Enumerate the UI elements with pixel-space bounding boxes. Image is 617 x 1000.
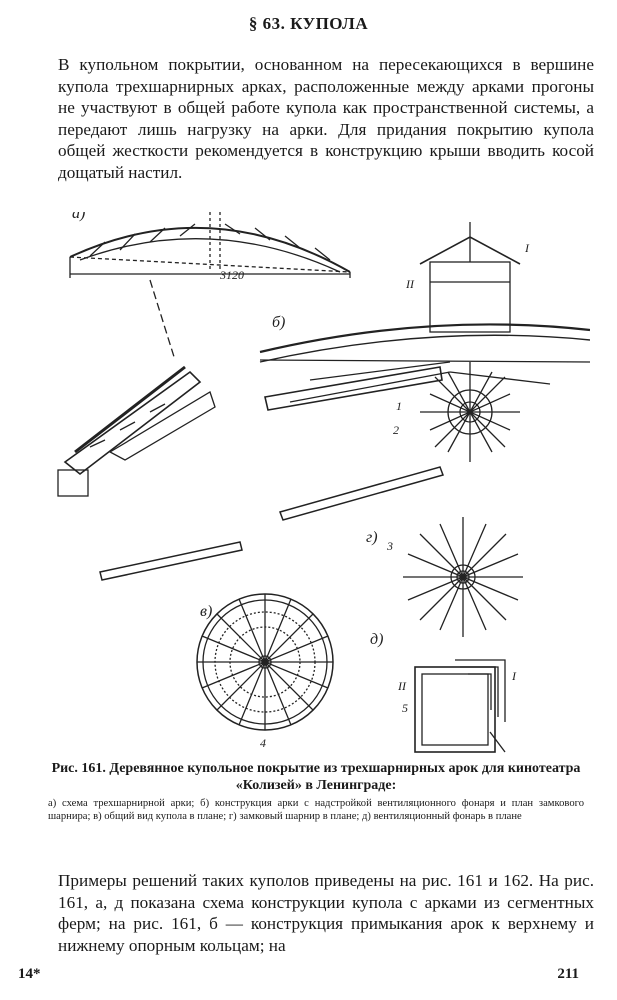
- label-4: 4: [260, 736, 266, 750]
- paragraph-intro: В купольном покрытии, основанном на пере…: [58, 55, 594, 182]
- arch-construction-b: [259, 222, 591, 411]
- section-heading: § 63. КУПОЛА: [248, 14, 369, 33]
- figure-drawing: а) б) в) г) д) 3120 I II I II 1 2 3 4 5: [57, 205, 591, 753]
- caption-title: Рис. 161. Деревянное купольное покрытие …: [51, 761, 581, 793]
- arch-support-detail: [57, 365, 216, 497]
- label-I-d: I: [511, 669, 517, 683]
- label-II-d: II: [397, 679, 407, 693]
- caption-legend: а) схема трехшарнирной арки; б) конструк…: [48, 798, 584, 822]
- paragraph-examples: Примеры решений таких куполов приведены …: [58, 871, 594, 955]
- label-1: 1: [396, 399, 402, 413]
- figure-caption: Рис. 161. Деревянное купольное покрытие …: [48, 760, 584, 823]
- label-a: а): [72, 212, 85, 222]
- label-I-top: I: [524, 241, 530, 255]
- figure-161: а) б) в) г) д) 3120 I II I II 1 2 3 4 5: [50, 205, 591, 760]
- label-5: 5: [402, 701, 408, 715]
- page-number: 211: [557, 966, 579, 982]
- lantern-plan-d: [414, 659, 506, 753]
- label-g: г): [366, 529, 378, 546]
- signature-mark: 14*: [18, 966, 41, 982]
- label-dimension: 3120: [219, 268, 244, 282]
- label-v: в): [200, 603, 212, 620]
- hinge-plan-g: [403, 517, 523, 637]
- label-II-top: II: [405, 277, 415, 291]
- hinge-detail: [420, 362, 520, 462]
- label-3: 3: [386, 539, 393, 553]
- label-2: 2: [393, 423, 399, 437]
- arch-scheme-a: [69, 212, 351, 361]
- beam-elements: [99, 466, 444, 581]
- label-d: д): [370, 631, 383, 648]
- dome-plan-v: [196, 593, 334, 731]
- label-b: б): [272, 314, 285, 331]
